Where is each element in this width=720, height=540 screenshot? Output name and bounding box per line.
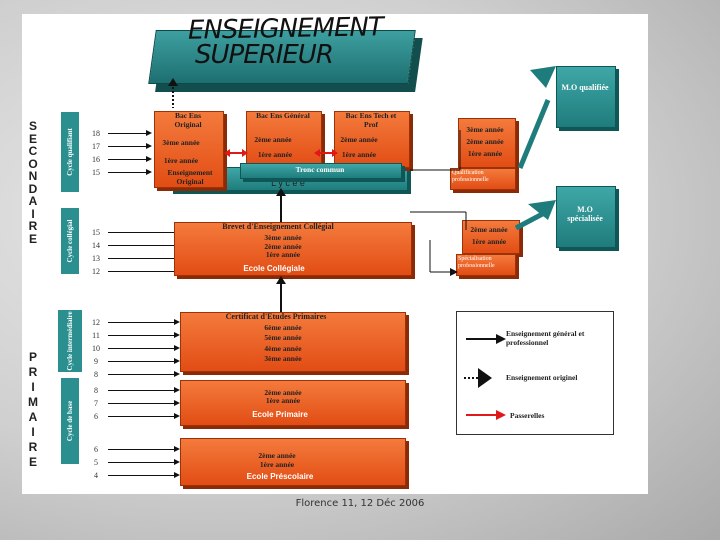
legend-general: Enseignement général et professionnel (506, 329, 585, 347)
bac-original-y3: 3ème année (162, 138, 200, 147)
tronc-commun-box (240, 163, 402, 179)
mo-specialisee: M.O spécialisée (567, 205, 603, 223)
cycle-qualifiant: Cycle qualifiant (61, 112, 79, 192)
legend-original-arrow (464, 368, 492, 388)
bac-tech-y1: 1ère année (341, 150, 377, 159)
title-line2: SUPERIEUR (195, 40, 334, 70)
ecole-primaire: Ecole Primaire (252, 410, 308, 419)
arrows-prescolaire (108, 443, 180, 482)
bac-tech-box (334, 111, 410, 168)
mo-specialisee-box (556, 186, 616, 248)
right-y3: 3ème année (466, 125, 504, 134)
right-connectors (410, 66, 556, 276)
primaire-lower-box (180, 380, 406, 426)
primaire-to-college-arrow (276, 276, 286, 317)
legend-general-arrow (466, 334, 506, 344)
right-spe-y2: 2ème année (470, 225, 508, 234)
arrows-primaire (108, 384, 180, 423)
college-box (174, 222, 412, 276)
arrows-qualifiant (108, 127, 152, 179)
brevet-label: Brevet d'Enseignement Collégial (222, 222, 334, 231)
arrows-collegial (108, 226, 180, 278)
bac-tech-y2: 2ème année (340, 135, 378, 144)
college-y3: 3ème année (264, 233, 302, 242)
passerelle-arrow-2 (314, 144, 338, 162)
qualifiant-right-box (458, 118, 516, 168)
right-y2: 2ème année (466, 137, 504, 146)
ecole-prescolaire: Ecole Préscolaire (246, 472, 314, 481)
bac-general-box (246, 111, 322, 168)
ecole-collegiale: Ecole Collégiale (243, 264, 305, 273)
bac-original: Bac Ens Original (174, 111, 202, 129)
slide-caption: Florence 11, 12 Déc 2006 (295, 498, 425, 509)
primaire-y3: 3ème année (264, 354, 302, 363)
tronc-commun: Tronc commun (295, 165, 345, 174)
legend-passerelles-arrow (466, 410, 506, 420)
legend-passerelles: Passerelles (510, 411, 545, 420)
certificat-label: Certificat d'Etudes Primaires (225, 312, 327, 321)
originel-arrow-up (168, 78, 178, 108)
qualification-box (450, 168, 516, 190)
bac-general: Bac Ens Général (256, 111, 310, 120)
specialise-right-box (462, 220, 520, 254)
bac-original-box (154, 111, 224, 188)
arrows-intermediaire (108, 316, 180, 381)
primaire-upper-box (180, 312, 406, 372)
primaire-y1: 1ère année (265, 396, 301, 405)
cycle-collegial: Cycle collégial (61, 208, 79, 274)
primaire-y2: 2ème année (264, 388, 302, 397)
prescolaire-box (180, 438, 406, 486)
enseignement-original: Enseignement Original (167, 168, 213, 186)
college-y2: 2ème année (264, 242, 302, 251)
primaire-y5: 5ème année (264, 333, 302, 342)
college-y1: 1ère année (265, 250, 301, 259)
bac-general-y1: 1ère année (257, 150, 293, 159)
cycle-base: Cycle de base (61, 378, 79, 464)
college-to-lycee-arrow (276, 188, 286, 227)
cycle-intermediaire: Cycle intermédiaire (58, 310, 82, 372)
bac-original-y1: 1ère année (163, 156, 199, 165)
bac-general-y2: 2ème année (254, 135, 292, 144)
specialisation-label: Spécialisation professionnelle (458, 256, 495, 269)
mo-qualifiee: M.O qualifiée (561, 83, 609, 92)
specialisation-box (456, 254, 516, 276)
primaire-y6: 6ème année (264, 323, 302, 332)
qualification-label: Qualification professionnelle (452, 170, 489, 183)
right-y1: 1ère année (467, 149, 503, 158)
prescolaire-y2: 2ème année (258, 451, 296, 460)
passerelle-arrow-1 (224, 144, 248, 162)
lycee-label: L y c é e (271, 178, 305, 188)
legend-original: Enseignement originel (506, 373, 578, 382)
right-spe-y1: 1ère année (471, 237, 507, 246)
bac-tech: Bac Ens Tech et Prof (345, 111, 397, 129)
prescolaire-y1: 1ère année (259, 460, 295, 469)
mo-qualifiee-box (556, 66, 616, 128)
primaire-y4: 4ème année (264, 344, 302, 353)
